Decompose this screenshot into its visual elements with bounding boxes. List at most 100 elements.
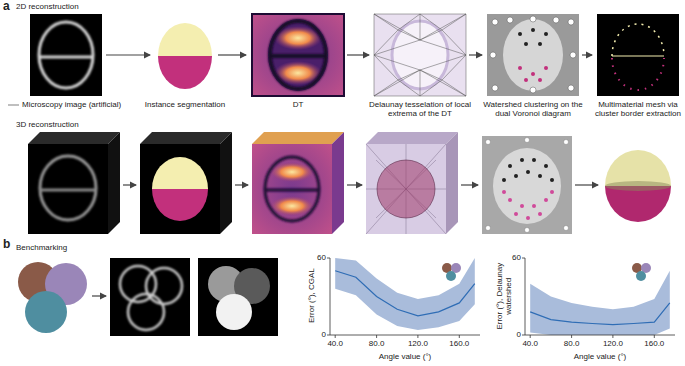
cube-watershed [508,198,512,202]
cube-distance-transform [270,196,314,216]
cube-microscopy [40,156,96,220]
axis-title: Angle value (°) [379,352,432,361]
axis-tick: 60 [317,253,326,262]
cube-microscopy [40,156,96,220]
error-chart-watershed [522,258,675,338]
watershed-image [518,28,548,46]
error-chart-cgal [335,271,475,316]
watershed-image [544,32,548,36]
mesh-image [612,58,664,90]
error-chart-cgal [327,258,459,338]
cube-distance-transform [270,162,314,182]
step-caption: Delaunay tesselation of local extrema of… [364,100,476,118]
microscopy-image [30,14,102,96]
axis-tick: 120.0 [408,339,428,348]
cube-microscopy [40,189,96,192]
cube-watershed [532,158,536,162]
cube-watershed [486,140,491,145]
axis-tick: 40.0 [327,339,343,348]
watershed-image [530,87,536,93]
cube-segmentation [152,157,208,189]
pipeline-arrow [106,54,150,55]
mesh-image [612,55,664,56]
cube-distance-transform [265,189,319,192]
cube-watershed [508,164,512,168]
distance-transform-image [252,14,344,96]
cube-delaunay [366,132,458,144]
benchmark-segmentation [198,258,278,336]
benchmark-segmentation [198,258,278,336]
pipeline-arrow [461,184,478,185]
error-chart-watershed [530,303,670,325]
pipeline-arrow [235,184,248,185]
cube-segmentation [140,132,232,234]
sphere-cluster [25,291,67,333]
watershed-image [530,16,536,22]
benchmark-image [110,258,190,336]
axis-tick: 0 [517,330,521,339]
benchmark-image [110,258,190,336]
pipeline-arrow [106,54,592,55]
watershed-image [570,52,576,58]
row-title: 2D reconstruction [16,2,79,11]
benchmark-segmentation [216,294,252,330]
microscopy-image [39,22,93,88]
delaunay-image [374,14,466,96]
pipeline-arrow [347,184,362,185]
axis-tick: 60 [512,253,521,262]
cube-delaunay [366,132,458,234]
cube-distance-transform [252,132,344,144]
cube-delaunay [366,144,446,234]
step-caption: Microscopy image (artificial) [22,100,121,109]
delaunay-image [374,14,466,96]
watershed-image [518,66,548,82]
watershed-image [524,78,528,82]
distance-transform-image [270,21,326,89]
cube-segmentation [220,132,232,234]
pipeline-arrow [123,184,598,185]
watershed-image [531,28,535,32]
mesh-3d [605,150,671,186]
axis-title: Error (°), Delaunay watershed [495,254,513,338]
cube-watershed [544,198,548,202]
distance-transform-image [268,19,328,91]
watershed-image [487,14,579,96]
cube-watershed [514,174,518,178]
benchmark-image [120,266,182,330]
cube-microscopy [28,132,120,234]
cube-watershed [520,204,524,208]
cube-watershed [564,226,569,231]
step-caption: Watershed clustering on the dual Voronoi… [479,100,587,118]
cube-watershed [526,216,530,220]
segmentation-image [158,56,212,89]
axis-tick: 80.0 [369,339,385,348]
pipeline-arrow [575,184,598,185]
cube-watershed [482,136,572,234]
error-chart-cgal [327,258,480,338]
cube-distance-transform [332,132,344,234]
segmentation-image [158,23,212,56]
mesh-image [612,24,664,56]
cube-watershed [538,174,542,178]
cube-watershed [525,228,530,233]
legend-line [8,104,19,106]
delaunay-image [374,14,466,96]
mesh-image [597,14,679,96]
cube-distance-transform [265,157,319,221]
distance-transform-image [270,54,326,58]
pipeline-arrow [347,54,369,55]
axis-tick: 0 [322,330,326,339]
error-chart-watershed [525,258,675,335]
cube-watershed [526,170,530,174]
watershed-image [492,85,498,91]
cube-watershed [525,138,530,143]
benchmark-image [146,268,182,304]
delaunay-image [374,14,466,96]
distance-transform-image [252,14,344,96]
step-caption: Multimaterial mesh via cluster border ex… [592,100,684,118]
cube-watershed [502,178,506,182]
cube-watershed [550,178,554,182]
row-title: Benchmarking [16,243,67,252]
cube-microscopy [28,132,120,144]
